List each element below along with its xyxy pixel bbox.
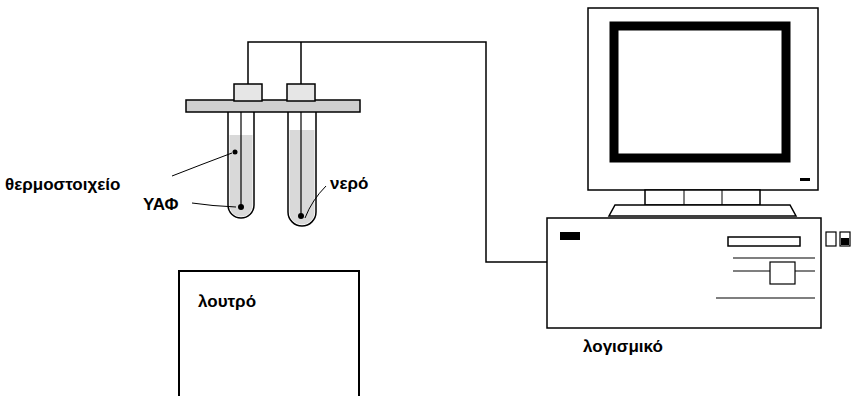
thermocouple-wire [300, 42, 302, 84]
part-label: νερό [330, 174, 368, 194]
leader-line [305, 186, 326, 218]
part-label: θερμοστοιχείο [5, 175, 120, 195]
part-label: ΥΑΦ [143, 195, 179, 215]
computer-monitor [588, 8, 818, 216]
tube-holder [186, 100, 360, 112]
stopper [287, 84, 315, 101]
thermocouple-wire [248, 42, 547, 262]
stopper [234, 84, 262, 101]
leader-line [192, 203, 236, 207]
test-tube-right [288, 100, 316, 226]
computer-case [547, 218, 850, 328]
leader-line [172, 153, 232, 176]
test-tube-left [228, 100, 254, 218]
computer-label: λογισμικό [583, 337, 663, 357]
node-text: λουτρό [198, 292, 358, 312]
bath-box: λουτρό [178, 270, 360, 396]
